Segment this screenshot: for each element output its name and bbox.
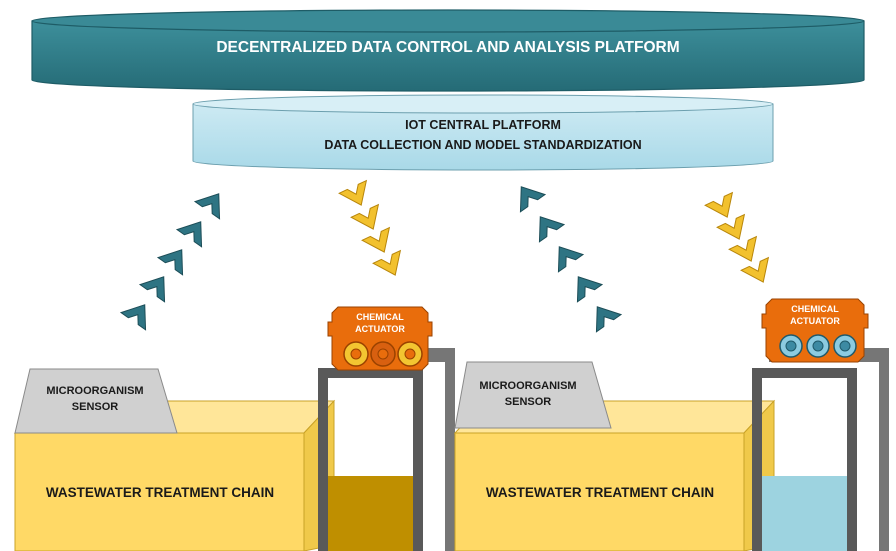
sensor-label-line2: SENSOR xyxy=(505,396,552,408)
dosing-tank-fill xyxy=(762,476,847,551)
up-chevron xyxy=(119,304,147,331)
up-chevron xyxy=(519,186,547,213)
up-chevron xyxy=(175,221,203,248)
iot-platform-title: IOT CENTRAL PLATFORM xyxy=(405,118,561,132)
decentralized-platform-label: DECENTRALIZED DATA CONTROL AND ANALYSIS … xyxy=(216,39,679,56)
decentralized-platform: DECENTRALIZED DATA CONTROL AND ANALYSIS … xyxy=(31,9,865,92)
actuator-label-line1: CHEMICAL xyxy=(791,304,839,314)
dosing-tank-fill xyxy=(328,476,413,551)
treatment-chain-label: WASTEWATER TREATMENT CHAIN xyxy=(486,485,714,500)
iot-platform-subtitle: DATA COLLECTION AND MODEL STANDARDIZATIO… xyxy=(324,138,641,152)
down-chevron xyxy=(338,179,368,206)
down-chevron xyxy=(361,226,391,253)
down-chevron xyxy=(704,191,734,218)
down-chevron xyxy=(740,256,770,283)
sensor-label-line2: SENSOR xyxy=(72,401,119,413)
microorganism-sensor: MICROORGANISM SENSOR xyxy=(454,361,612,429)
sensor-label-line1: MICROORGANISM xyxy=(479,380,576,392)
treatment-unit-2: WASTEWATER TREATMENT CHAIN MICROORGANISM… xyxy=(453,298,889,551)
chemical-actuator: CHEMICAL ACTUATOR xyxy=(761,298,869,363)
actuator-roller xyxy=(370,341,396,367)
up-chevron xyxy=(193,193,221,220)
actuator-roller xyxy=(779,334,803,358)
up-chevron xyxy=(595,306,623,333)
down-chevron xyxy=(350,203,380,230)
chemical-actuator: CHEMICAL ACTUATOR xyxy=(327,306,433,371)
wastewater-treatment-chain-box: WASTEWATER TREATMENT CHAIN xyxy=(453,399,776,551)
treatment-unit-1: WASTEWATER TREATMENT CHAIN MICROORGANISM… xyxy=(13,306,455,551)
down-chevron xyxy=(372,249,402,276)
chemical-dosing-tank xyxy=(752,348,889,551)
up-chevron xyxy=(557,246,585,273)
down-chevron xyxy=(728,235,758,262)
up-chevron xyxy=(156,249,184,276)
actuator-roller xyxy=(397,341,423,367)
downward-command-arrows-right xyxy=(704,191,770,283)
down-chevron xyxy=(716,213,746,240)
up-chevron xyxy=(138,276,166,303)
treatment-chain-label: WASTEWATER TREATMENT CHAIN xyxy=(46,485,274,500)
downward-command-arrows-left xyxy=(338,179,402,276)
microorganism-sensor: MICROORGANISM SENSOR xyxy=(14,368,178,434)
iot-central-platform: IOT CENTRAL PLATFORM DATA COLLECTION AND… xyxy=(192,94,774,171)
chemical-dosing-tank xyxy=(318,348,455,551)
sensor-label-line1: MICROORGANISM xyxy=(46,385,143,397)
up-chevron xyxy=(576,276,604,303)
actuator-label-line2: ACTUATOR xyxy=(355,324,405,334)
actuator-roller xyxy=(806,334,830,358)
actuator-roller xyxy=(833,334,857,358)
upward-data-arrows-right xyxy=(519,186,623,333)
actuator-roller xyxy=(343,341,369,367)
up-chevron xyxy=(538,216,566,243)
actuator-label-line2: ACTUATOR xyxy=(790,316,840,326)
upward-data-arrows-left xyxy=(119,193,221,331)
actuator-label-line1: CHEMICAL xyxy=(356,312,404,322)
